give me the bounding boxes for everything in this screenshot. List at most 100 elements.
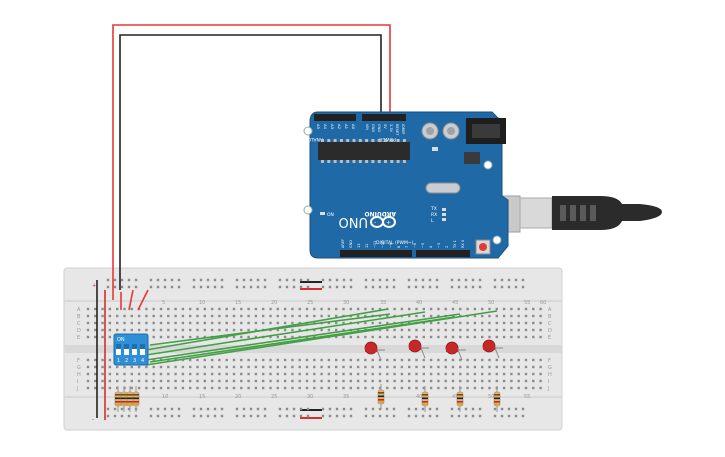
breadboard-hole[interactable] [481, 321, 484, 325]
rail-hole[interactable] [507, 407, 511, 411]
breadboard-hole[interactable] [123, 314, 126, 318]
breadboard-hole[interactable] [159, 328, 163, 332]
breadboard-hole[interactable] [210, 379, 214, 383]
rail-hole[interactable] [163, 414, 167, 418]
breadboard-hole[interactable] [181, 386, 185, 390]
breadboard-hole[interactable] [444, 365, 447, 369]
breadboard-hole[interactable] [327, 314, 331, 318]
breadboard-hole[interactable] [108, 386, 112, 390]
breadboard-hole[interactable] [189, 365, 192, 369]
breadboard-hole[interactable] [283, 307, 287, 311]
breadboard-hole[interactable] [94, 372, 97, 376]
breadboard-hole[interactable] [123, 321, 126, 325]
rail-hole[interactable] [213, 285, 217, 289]
breadboard-hole[interactable] [196, 335, 199, 339]
breadboard-hole[interactable] [320, 365, 323, 369]
breadboard-hole[interactable] [422, 372, 425, 376]
breadboard-hole[interactable] [269, 358, 272, 362]
rail-hole[interactable] [392, 278, 396, 282]
rail-hole[interactable] [170, 278, 174, 282]
rail-hole[interactable] [163, 278, 167, 282]
rail-hole[interactable] [450, 278, 454, 282]
breadboard-hole[interactable] [203, 321, 206, 325]
breadboard-hole[interactable] [269, 307, 272, 311]
breadboard-hole[interactable] [356, 386, 360, 390]
rail-hole[interactable] [342, 407, 346, 411]
breadboard-hole[interactable] [444, 386, 447, 390]
rail-hole[interactable] [256, 407, 260, 411]
breadboard-hole[interactable] [181, 321, 185, 325]
rail-hole[interactable] [177, 285, 181, 289]
breadboard-hole[interactable] [167, 307, 170, 311]
breadboard-hole[interactable] [524, 386, 528, 390]
breadboard-hole[interactable] [123, 307, 126, 311]
rail-hole[interactable] [328, 407, 332, 411]
breadboard-hole[interactable] [240, 335, 243, 339]
breadboard-hole[interactable] [502, 314, 506, 318]
breadboard-hole[interactable] [145, 372, 148, 376]
rail-hole[interactable] [385, 414, 389, 418]
breadboard-hole[interactable] [320, 379, 323, 383]
breadboard-hole[interactable] [400, 307, 404, 311]
breadboard-hole[interactable] [108, 335, 112, 339]
breadboard-hole[interactable] [335, 365, 338, 369]
breadboard-hole[interactable] [393, 358, 396, 362]
breadboard-hole[interactable] [130, 314, 133, 318]
breadboard-hole[interactable] [327, 386, 331, 390]
breadboard-hole[interactable] [313, 372, 316, 376]
header-digital-right[interactable] [416, 250, 470, 257]
breadboard-hole[interactable] [189, 314, 192, 318]
breadboard-hole[interactable] [254, 314, 258, 318]
breadboard-hole[interactable] [429, 386, 433, 390]
breadboard-hole[interactable] [225, 358, 228, 362]
breadboard-hole[interactable] [167, 372, 170, 376]
breadboard-hole[interactable] [203, 379, 206, 383]
breadboard-hole[interactable] [225, 372, 228, 376]
dip-switch-body[interactable] [113, 333, 149, 366]
breadboard-hole[interactable] [283, 386, 287, 390]
breadboard-hole[interactable] [378, 379, 382, 383]
breadboard-hole[interactable] [473, 358, 477, 362]
breadboard-hole[interactable] [262, 365, 265, 369]
breadboard-hole[interactable] [517, 307, 520, 311]
breadboard-hole[interactable] [459, 335, 462, 339]
rail-hole[interactable] [127, 414, 131, 418]
rail-hole[interactable] [278, 285, 282, 289]
rail-hole[interactable] [235, 407, 239, 411]
breadboard-hole[interactable] [400, 358, 404, 362]
rail-hole[interactable] [450, 414, 454, 418]
signal-wire-5[interactable] [149, 313, 391, 346]
breadboard-hole[interactable] [94, 307, 97, 311]
breadboard-hole[interactable] [101, 365, 104, 369]
breadboard-hole[interactable] [298, 314, 301, 318]
rail-hole[interactable] [521, 407, 525, 411]
breadboard-hole[interactable] [247, 372, 250, 376]
breadboard-hole[interactable] [437, 372, 440, 376]
breadboard-hole[interactable] [451, 321, 455, 325]
breadboard-hole[interactable] [181, 379, 185, 383]
rail-hole[interactable] [199, 414, 203, 418]
rail-hole[interactable] [349, 407, 353, 411]
breadboard-hole[interactable] [86, 386, 90, 390]
breadboard-hole[interactable] [495, 321, 498, 325]
rail-hole[interactable] [478, 278, 482, 282]
breadboard-hole[interactable] [327, 321, 331, 325]
breadboard-hole[interactable] [517, 372, 520, 376]
breadboard-hole[interactable] [444, 372, 447, 376]
breadboard-hole[interactable] [408, 365, 411, 369]
breadboard-hole[interactable] [283, 321, 287, 325]
breadboard-hole[interactable] [459, 328, 462, 332]
breadboard-hole[interactable] [510, 386, 513, 390]
breadboard-hole[interactable] [196, 386, 199, 390]
breadboard-hole[interactable] [305, 307, 309, 311]
breadboard-hole[interactable] [152, 365, 155, 369]
breadboard-hole[interactable] [466, 372, 469, 376]
breadboard-hole[interactable] [203, 335, 206, 339]
rail-hole[interactable] [321, 285, 325, 289]
rail-hole[interactable] [421, 278, 425, 282]
breadboard-holes[interactable] [86, 278, 542, 418]
breadboard-hole[interactable] [283, 314, 287, 318]
breadboard-hole[interactable] [473, 321, 477, 325]
rail-hole[interactable] [235, 278, 239, 282]
